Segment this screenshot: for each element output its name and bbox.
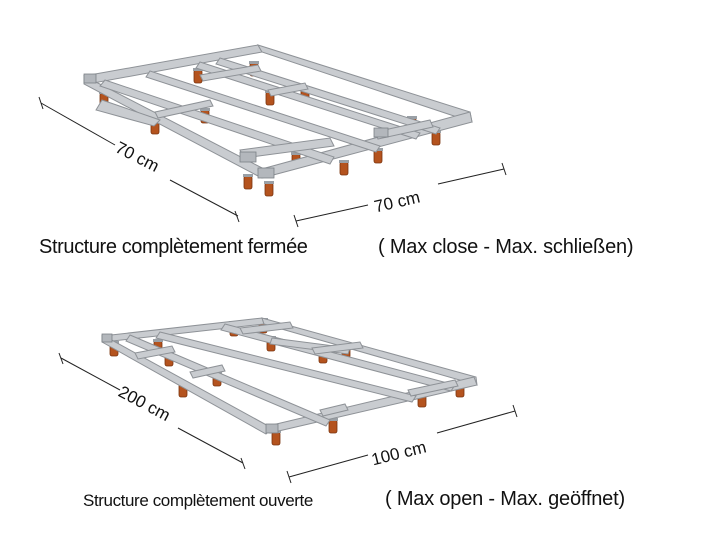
closed-width-line-b [437, 168, 505, 185]
closed-depth-tick-b [234, 210, 240, 223]
open-width-tick-a [286, 470, 292, 484]
open-depth-tick-a [58, 352, 64, 365]
open-depth-tick-b [240, 457, 246, 470]
open-frame-bars [101, 317, 478, 435]
closed-width-tick-a [293, 214, 299, 228]
open-width-tick-b [512, 404, 518, 418]
open-depth-line-a [60, 357, 121, 391]
closed-width-label: 70 cm [372, 187, 421, 216]
open-caption-main: Structure complètement ouverte [83, 491, 313, 510]
open-caption-sub: ( Max open - Max. geöffnet) [385, 488, 625, 510]
open-width-line-a [288, 454, 369, 478]
closed-frame-illustration [83, 44, 473, 197]
open-width-label: 100 cm [369, 437, 428, 469]
closed-width-line-a [295, 204, 369, 222]
open-depth-line-b [177, 427, 244, 464]
closed-frame-connectors [83, 73, 389, 179]
closed-width-dimension: 70 cm [293, 162, 507, 228]
closed-width-tick-b [501, 162, 507, 176]
closed-depth-label: 70 cm [112, 138, 162, 176]
closed-depth-tick-a [38, 96, 44, 110]
closed-caption-sub: ( Max close - Max. schließen) [378, 236, 634, 258]
open-width-line-b [436, 410, 516, 434]
closed-caption-main: Structure complètement fermée [39, 236, 308, 258]
closed-depth-line-a [40, 102, 116, 146]
closed-depth-line-b [169, 179, 239, 217]
closed-frame-bars [83, 44, 473, 179]
open-depth-label: 200 cm [115, 382, 173, 425]
open-frame-illustration [101, 317, 478, 446]
open-frame-connectors [101, 333, 279, 434]
